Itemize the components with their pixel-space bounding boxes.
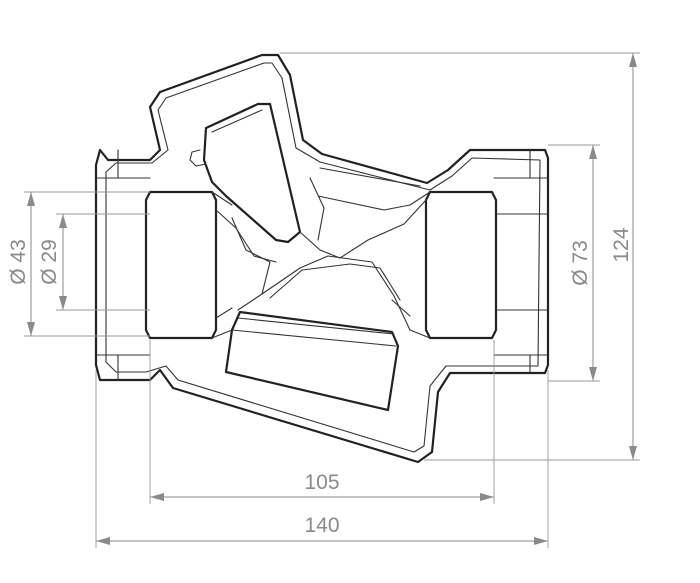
dim-73-arrow-top bbox=[589, 145, 597, 159]
dim-43-arrow-bottom bbox=[27, 322, 35, 336]
right-port-bore bbox=[424, 190, 498, 340]
dim-43-label: Ø 43 bbox=[7, 239, 30, 285]
dim-29-extension bbox=[56, 213, 150, 311]
dim-124-arrow-bottom bbox=[629, 446, 637, 460]
dim-140-label: 140 bbox=[304, 514, 339, 537]
flow-passage-upper bbox=[299, 167, 427, 259]
lower-seat-ring bbox=[231, 317, 397, 347]
dimension-labels: 140 105 124 Ø 73 Ø 43 Ø 29 bbox=[7, 227, 633, 537]
upper-cover-lip bbox=[189, 109, 263, 167]
lower-seat bbox=[224, 310, 400, 412]
dim-73-extension bbox=[548, 144, 600, 382]
dim-105-extension bbox=[149, 340, 495, 504]
left-port-bore bbox=[144, 190, 218, 340]
flow-passage-web bbox=[215, 209, 411, 319]
dimension-lines bbox=[24, 52, 640, 548]
dim-29-label: Ø 29 bbox=[38, 239, 61, 285]
right-flange bbox=[493, 149, 549, 374]
dim-124-extension bbox=[280, 52, 640, 461]
dim-105-label: 105 bbox=[304, 471, 339, 494]
dim-124-arrow-top bbox=[629, 53, 637, 67]
dim-124-label: 124 bbox=[610, 227, 633, 262]
dim-105-arrow-left bbox=[150, 493, 164, 501]
dim-140-arrow-right bbox=[534, 537, 548, 545]
dim-43-extension bbox=[24, 191, 150, 337]
valve-body bbox=[94, 53, 550, 464]
dim-73-arrow-bottom bbox=[589, 367, 597, 381]
dim-43-arrow-top bbox=[27, 192, 35, 206]
dim-140-arrow-left bbox=[96, 537, 110, 545]
right-port-inner bbox=[409, 191, 549, 339]
dim-105-arrow-right bbox=[480, 493, 494, 501]
dim-29-arrow-bottom bbox=[59, 296, 67, 310]
dim-140-extension bbox=[95, 370, 549, 548]
upper-cover bbox=[202, 102, 302, 244]
flow-passage-lower bbox=[231, 217, 411, 331]
body-inner-contour bbox=[105, 62, 541, 453]
dim-73-label: Ø 73 bbox=[569, 240, 592, 286]
left-flange bbox=[95, 149, 151, 381]
body-outer-contour bbox=[94, 53, 550, 464]
dim-29-arrow-top bbox=[59, 214, 67, 228]
